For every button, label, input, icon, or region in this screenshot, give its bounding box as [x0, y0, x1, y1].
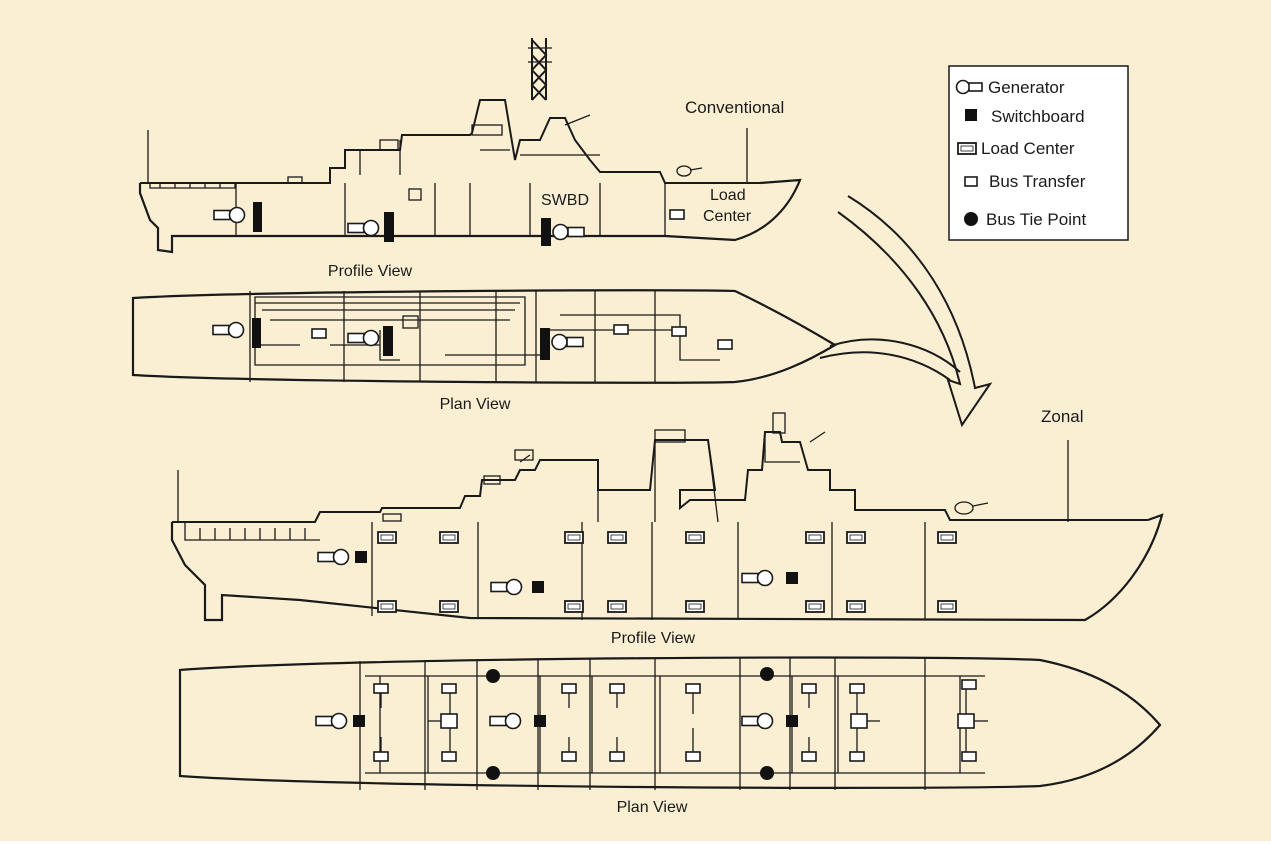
- bus-tie-point-icon: [964, 212, 978, 226]
- conventional-profile-caption: Profile View: [328, 263, 413, 280]
- conventional-title: Conventional: [685, 98, 784, 117]
- load-center-label-line1: Load: [710, 187, 746, 204]
- load-center-icon: [958, 143, 976, 154]
- zonal-plan-caption: Plan View: [617, 799, 688, 816]
- zonal-profile-caption: Profile View: [611, 630, 696, 647]
- zonal-title: Zonal: [1041, 407, 1084, 426]
- legend-bus-transfer-label: Bus Transfer: [989, 172, 1086, 191]
- generator-icon: [957, 81, 983, 94]
- legend: Generator Switchboard Load Center Bus Tr…: [949, 66, 1128, 240]
- conventional-plan-caption: Plan View: [440, 396, 511, 413]
- switchboard-icon: [965, 109, 977, 121]
- legend-switchboard-label: Switchboard: [991, 107, 1085, 126]
- swbd-label: SWBD: [541, 192, 589, 209]
- load-center-label-line2: Center: [703, 208, 752, 225]
- legend-bus-tie-point-label: Bus Tie Point: [986, 210, 1086, 229]
- legend-load-center-label: Load Center: [981, 139, 1075, 158]
- bus-transfer-icon: [965, 177, 977, 186]
- legend-generator-label: Generator: [988, 78, 1065, 97]
